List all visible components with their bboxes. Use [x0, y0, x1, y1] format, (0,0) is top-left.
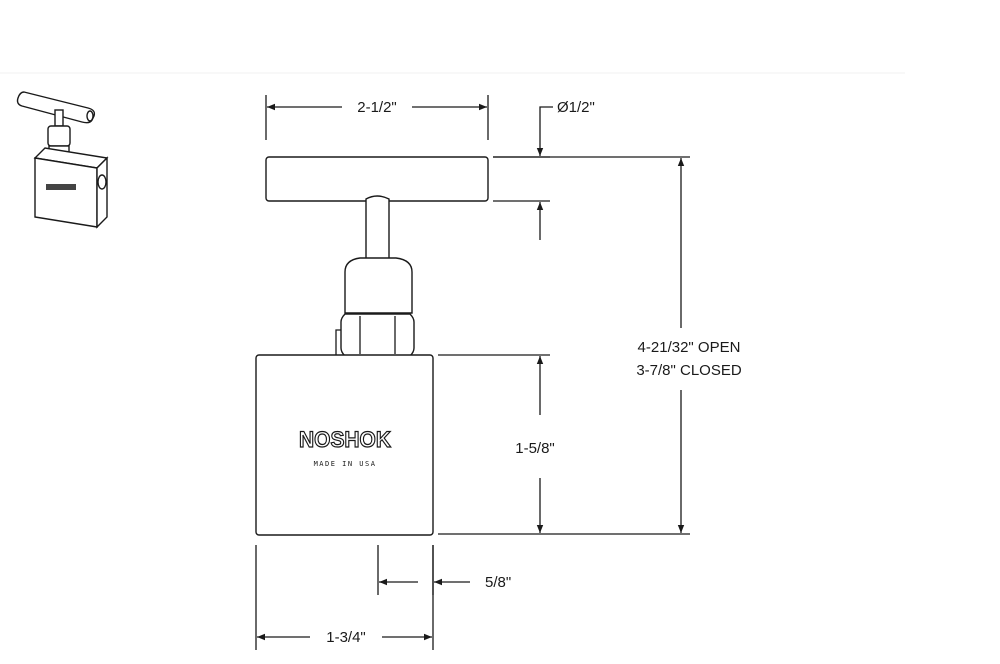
- body-height-label: 1-5/8": [515, 440, 555, 457]
- hex-nut: [340, 313, 415, 357]
- valve-body: [255, 354, 434, 536]
- made-in-usa-label: MADE IN USA: [314, 460, 377, 468]
- body-width-label: 1-3/4": [326, 629, 366, 646]
- stem: [365, 195, 390, 260]
- brand-logo: NOSHOK: [299, 427, 391, 452]
- valve-thumbnail: [16, 91, 109, 229]
- t-handle: [265, 156, 489, 202]
- valve-front-view: NOSHOK MADE IN USA: [255, 156, 489, 536]
- handle-length-label: 2-1/2": [357, 99, 397, 116]
- height-closed-label: 3-7/8" CLOSED: [636, 362, 742, 379]
- port-offset-label: 5/8": [485, 574, 511, 591]
- dimension-body-height: 1-5/8": [438, 354, 555, 533]
- dimension-overall-height: 4-21/32" OPEN 3-7/8" CLOSED: [438, 156, 742, 535]
- dimension-body-width: 1-3/4": [255, 545, 434, 650]
- dimension-handle-diameter: Ø1/2": [493, 99, 595, 240]
- handle-diameter-label: Ø1/2": [557, 99, 595, 116]
- dimension-port-offset: 5/8": [377, 545, 511, 595]
- dimension-handle-length: 2-1/2": [265, 95, 489, 140]
- bonnet: [344, 257, 413, 314]
- height-open-label: 4-21/32" OPEN: [638, 339, 741, 356]
